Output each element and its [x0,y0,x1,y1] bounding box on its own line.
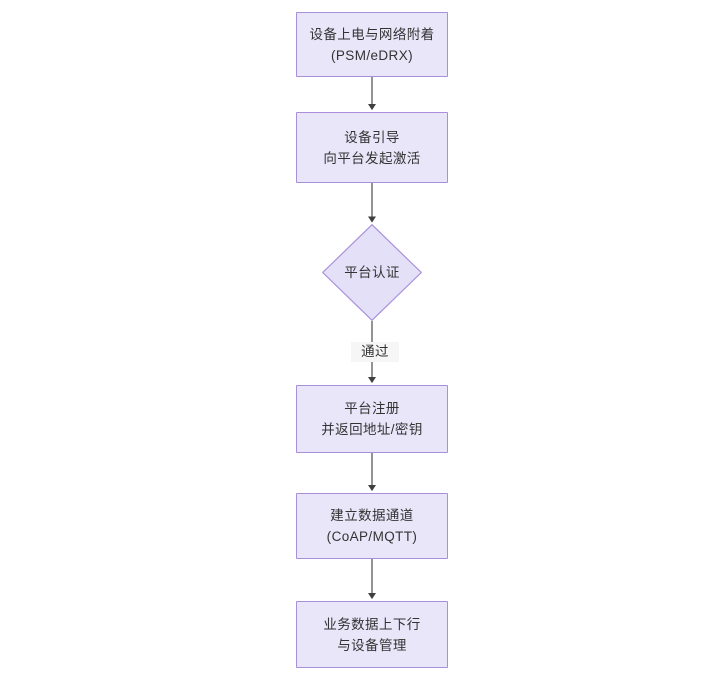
node-platform-authentication[interactable]: 平台认证 [322,224,422,321]
node-establish-data-channel[interactable]: 建立数据通道 (CoAP/MQTT) [296,493,448,559]
node-label-line1: 设备上电与网络附着 [309,26,435,42]
edge-label-pass: 通过 [351,342,399,362]
node-label-line1: 业务数据上下行 [323,616,421,632]
node-label-line2: 并返回地址/密钥 [321,422,423,437]
node-label-line1: 设备引导 [344,129,400,145]
node-label-line1: 平台认证 [344,265,400,280]
node-label-line2: (PSM/eDRX) [330,47,413,63]
node-platform-registration[interactable]: 平台注册 并返回地址/密钥 [296,385,448,453]
node-device-bootstrap[interactable]: 设备引导 向平台发起激活 [296,112,448,183]
diamond-shape [322,224,422,321]
node-business-data-and-device-management[interactable]: 业务数据上下行 与设备管理 [296,601,448,668]
node-device-power-on[interactable]: 设备上电与网络附着 (PSM/eDRX) [296,12,448,77]
node-label-line1: 平台注册 [344,401,400,416]
node-label-line1: 建立数据通道 [330,508,414,523]
node-label-line2: (CoAP/MQTT) [326,529,418,544]
node-label-line2: 向平台发起激活 [323,150,421,166]
node-label-line2: 与设备管理 [337,637,407,653]
